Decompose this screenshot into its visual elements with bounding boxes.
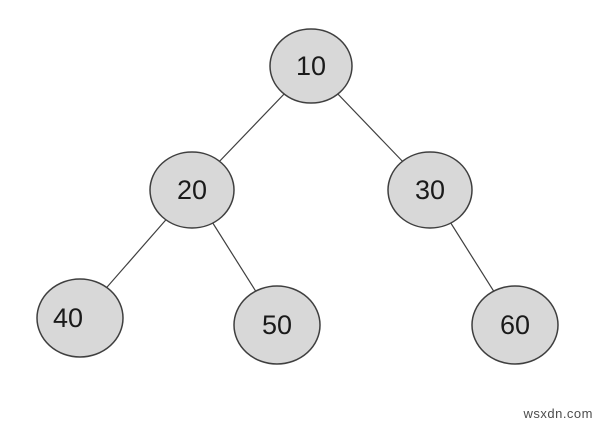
tree-node-10: 10 (269, 28, 353, 104)
tree-node-ellipse (36, 278, 124, 358)
tree-node-ellipse (471, 285, 559, 365)
tree-node-label: 10 (296, 51, 326, 81)
tree-node-50: 50 (233, 285, 321, 365)
tree-node-ellipse (233, 285, 321, 365)
tree-node-label: 50 (262, 310, 292, 340)
tree-node-label: 60 (500, 310, 530, 340)
tree-node-label: 30 (415, 175, 445, 205)
tree-node-ellipse (269, 28, 353, 104)
tree-node-label: 20 (177, 175, 207, 205)
tree-node-ellipse (149, 151, 235, 229)
tree-node-ellipse (387, 151, 473, 229)
tree-node-40: 40 (36, 278, 124, 358)
watermark: wsxdn.com (523, 406, 593, 421)
tree-node-label: 40 (53, 303, 83, 333)
tree-node-60: 60 (471, 285, 559, 365)
tree-node-30: 30 (387, 151, 473, 229)
tree-node-20: 20 (149, 151, 235, 229)
